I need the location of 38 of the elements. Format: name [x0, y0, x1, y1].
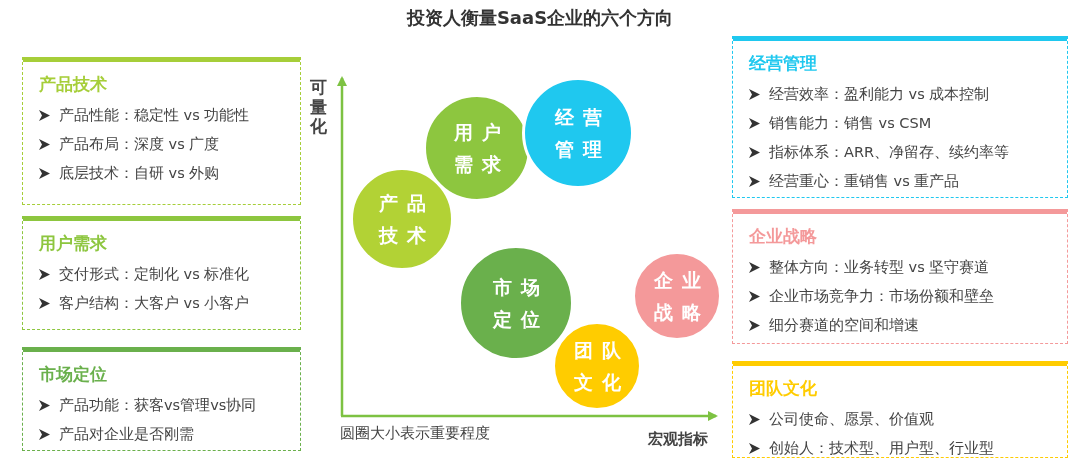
bullet-text: 产品布局：深度 vs 广度 — [59, 135, 220, 154]
circle-label: 市场定位 — [491, 275, 550, 332]
category-panel — [732, 361, 1068, 458]
panel-heading: 经营管理 — [749, 52, 818, 75]
bullet-text: 企业市场竞争力：市场份额和壁垒 — [769, 287, 994, 306]
bullet-text: 产品功能：获客vs管理vs协同 — [59, 396, 257, 415]
bullet-text: 产品性能：稳定性 vs 功能性 — [59, 106, 250, 125]
panel-heading: 产品技术 — [39, 73, 108, 96]
category-panel — [22, 347, 301, 451]
circle-label: 团队文化 — [572, 338, 631, 395]
axis-label: 宏观指标 — [648, 430, 708, 449]
bullet-text: 经营重心：重销售 vs 重产品 — [769, 172, 960, 191]
bullet-text: 产品对企业是否刚需 — [59, 425, 194, 444]
bullet-text: 客户结构：大客户 vs 小客户 — [59, 294, 250, 313]
panel-heading: 用户需求 — [39, 232, 108, 255]
bullet-text: 销售能力：销售 vs CSM — [769, 114, 932, 133]
category-panel — [22, 216, 301, 330]
circle-label: 经营管理 — [553, 105, 612, 162]
note-text: 圆圈大小表示重要程度 — [340, 424, 490, 443]
circle-label: 企业战略 — [652, 268, 711, 325]
bullet-text: 交付形式：定制化 vs 标准化 — [59, 265, 250, 284]
bullet-text: 创始人：技术型、用户型、行业型 — [769, 439, 994, 458]
bullet-text: 细分赛道的空间和增速 — [769, 316, 919, 335]
circle-label: 产品技术 — [377, 191, 436, 248]
bullet-text: 公司使命、愿景、价值观 — [769, 410, 934, 429]
bullet-text: 整体方向：业务转型 vs 坚守赛道 — [769, 258, 990, 277]
bullet-text: 经营效率：盈利能力 vs 成本控制 — [769, 85, 990, 104]
bullet-text: 指标体系：ARR、净留存、续约率等 — [769, 143, 1010, 162]
panel-heading: 市场定位 — [39, 363, 108, 386]
category-panel — [22, 57, 301, 205]
panel-heading: 团队文化 — [749, 377, 818, 400]
chart-title: 投资人衡量SaaS企业的六个方向 — [405, 6, 675, 30]
axis-label: 可量化 — [310, 78, 327, 137]
category-panel — [732, 36, 1068, 198]
circle-label: 用户需求 — [452, 120, 511, 177]
panel-heading: 企业战略 — [749, 225, 818, 248]
bullet-text: 底层技术：自研 vs 外购 — [59, 164, 220, 183]
category-panel — [732, 209, 1068, 344]
